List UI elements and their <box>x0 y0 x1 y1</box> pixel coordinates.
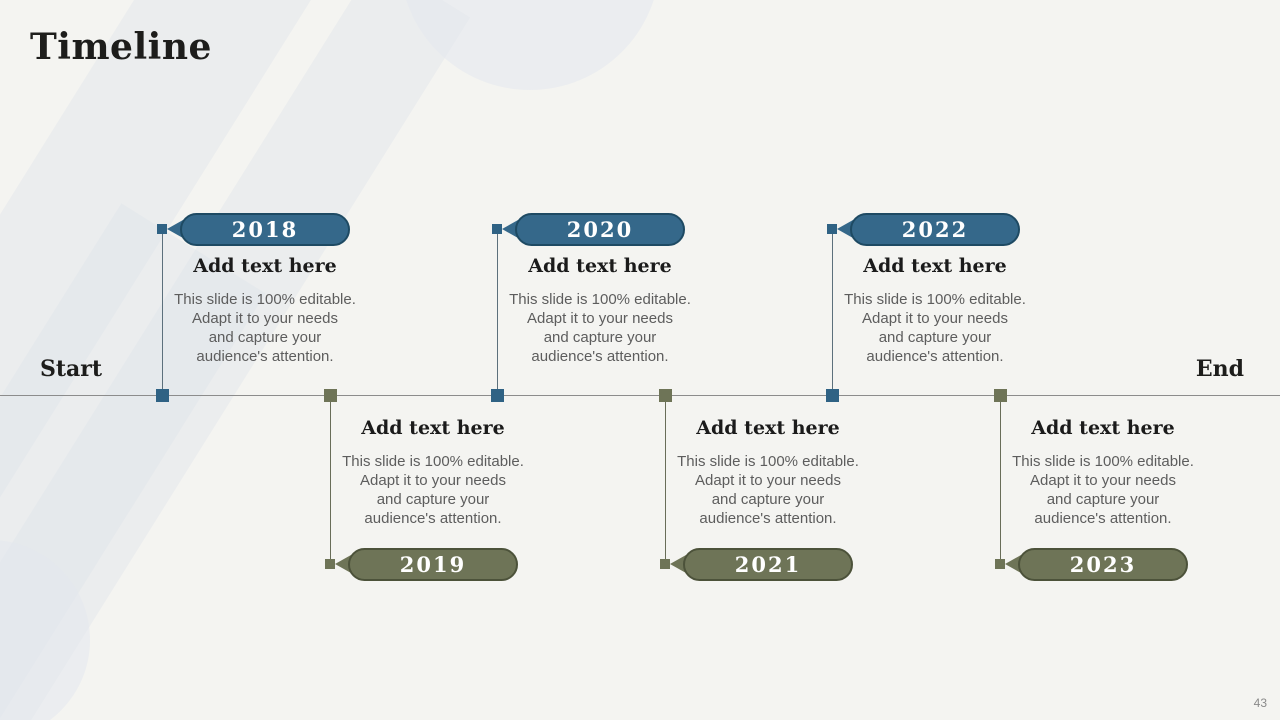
item-body: This slide is 100% editable. Adapt it to… <box>1012 453 1194 527</box>
background-blob <box>0 540 90 720</box>
slide-title: Timeline <box>30 26 212 68</box>
item-heading: Add text here <box>696 417 840 439</box>
pill-pointer <box>1005 555 1021 573</box>
pill-pointer <box>167 220 183 238</box>
pill-anchor-marker <box>325 559 335 569</box>
item-body: This slide is 100% editable. Adapt it to… <box>342 453 524 527</box>
timeline-end-label: End <box>1195 356 1244 382</box>
pill-pointer <box>335 555 351 573</box>
item-body: This slide is 100% editable. Adapt it to… <box>174 291 356 365</box>
connector-line <box>665 396 666 563</box>
connector-line <box>497 229 498 396</box>
item-heading: Add text here <box>863 255 1007 277</box>
connector-line <box>832 229 833 396</box>
background-blob <box>400 0 660 90</box>
connector-line <box>330 396 331 563</box>
connector-line <box>162 229 163 396</box>
background-stripe <box>0 203 266 720</box>
year-label: 2022 <box>901 217 969 242</box>
year-label: 2019 <box>399 552 467 577</box>
item-body: This slide is 100% editable. Adapt it to… <box>509 291 691 365</box>
pill-anchor-marker <box>492 224 502 234</box>
year-pill: 2022 <box>850 213 1020 246</box>
year-pill: 2018 <box>180 213 350 246</box>
pill-pointer <box>837 220 853 238</box>
year-label: 2020 <box>566 217 634 242</box>
year-label: 2018 <box>231 217 299 242</box>
year-pill: 2019 <box>348 548 518 581</box>
timeline-start-label: Start <box>40 356 103 382</box>
item-body: This slide is 100% editable. Adapt it to… <box>844 291 1026 365</box>
year-label: 2021 <box>734 552 802 577</box>
year-pill: 2023 <box>1018 548 1188 581</box>
pill-pointer <box>670 555 686 573</box>
year-label: 2023 <box>1069 552 1137 577</box>
pill-anchor-marker <box>827 224 837 234</box>
item-heading: Add text here <box>528 255 672 277</box>
pill-anchor-marker <box>660 559 670 569</box>
year-pill: 2020 <box>515 213 685 246</box>
pill-anchor-marker <box>995 559 1005 569</box>
connector-line <box>1000 396 1001 563</box>
item-body: This slide is 100% editable. Adapt it to… <box>677 453 859 527</box>
timeline-axis-line <box>0 395 1280 396</box>
pill-anchor-marker <box>157 224 167 234</box>
year-pill: 2021 <box>683 548 853 581</box>
page-number: 43 <box>1253 696 1267 710</box>
item-heading: Add text here <box>361 417 505 439</box>
item-heading: Add text here <box>1031 417 1175 439</box>
pill-pointer <box>502 220 518 238</box>
item-heading: Add text here <box>193 255 337 277</box>
